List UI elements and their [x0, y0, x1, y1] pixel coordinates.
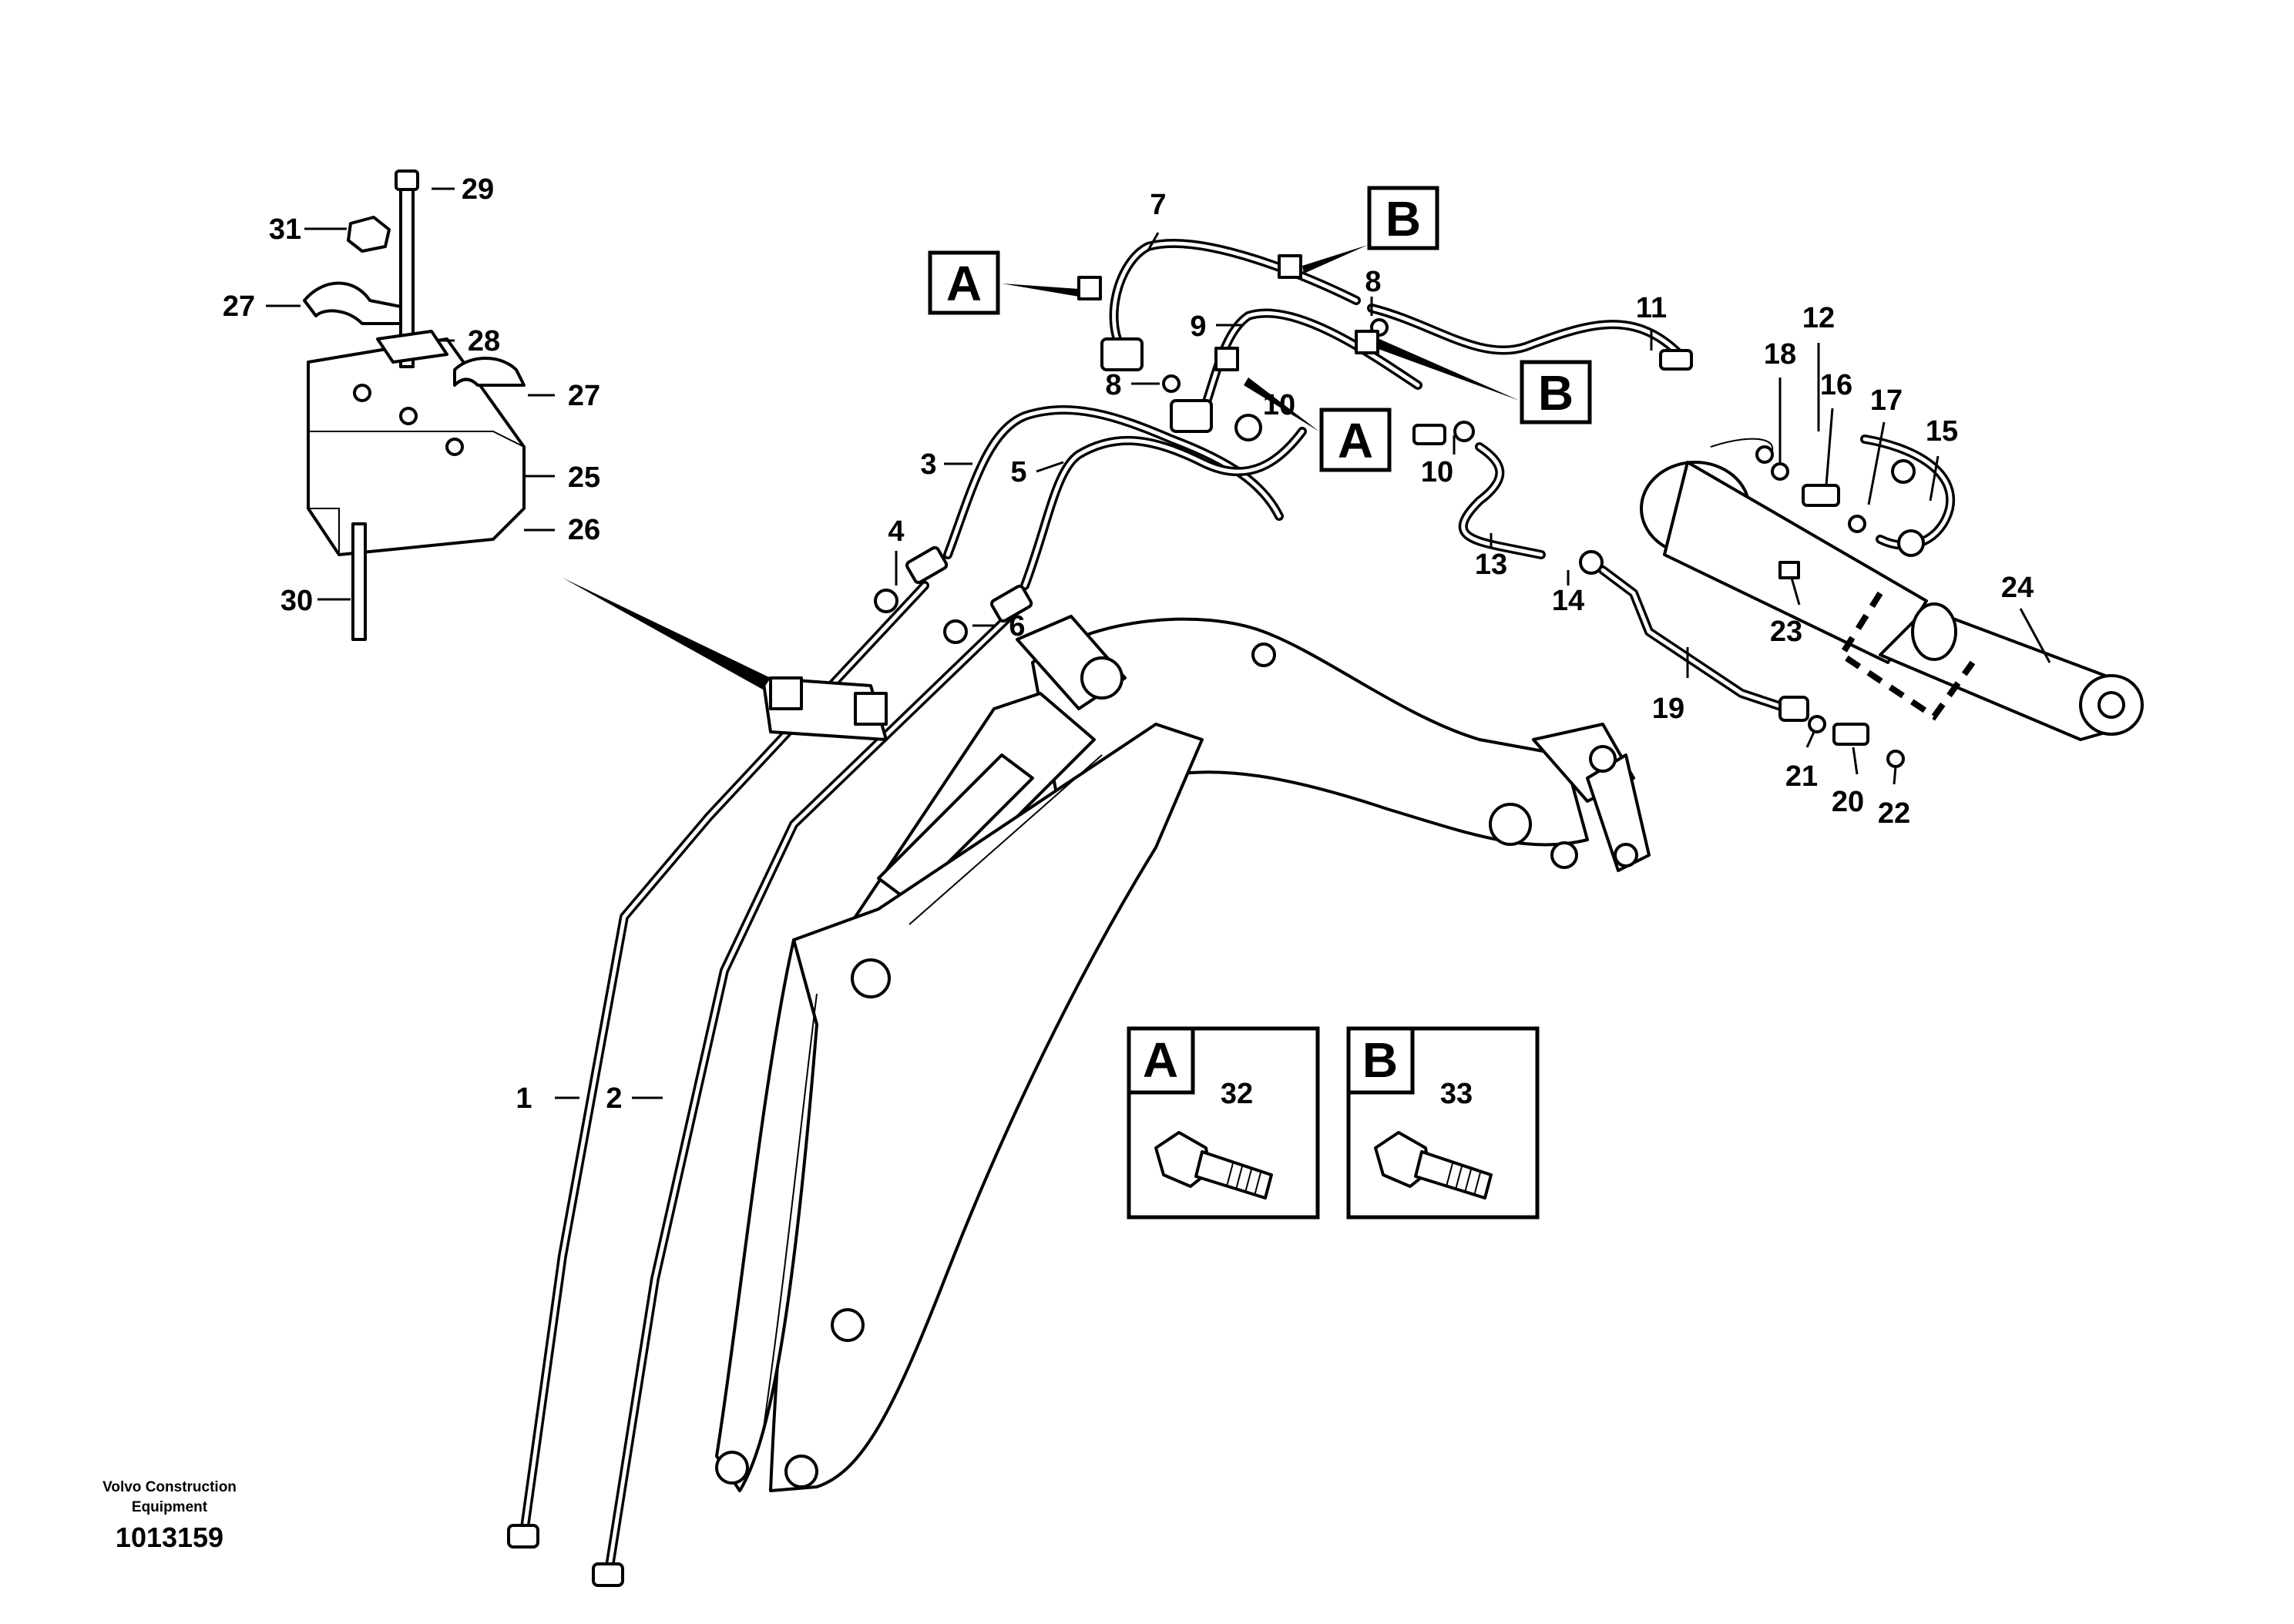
pipe-assembly: [507, 239, 1905, 1587]
callout-25: 25: [568, 461, 600, 494]
callout-13: 13: [1475, 549, 1507, 581]
callout-9: 9: [1190, 310, 1206, 343]
svg-text:B: B: [1538, 365, 1574, 421]
callout-5: 5: [1010, 456, 1026, 488]
callout-1: 1: [516, 1082, 532, 1115]
leader-lines: [266, 187, 2051, 1099]
cylinder-assembly: [1640, 435, 2144, 741]
callout-21: 21: [1785, 760, 1818, 793]
callout-27-left: 27: [223, 290, 255, 323]
ref-box-b-right: B: [1355, 330, 1592, 424]
callout-4: 4: [888, 515, 904, 548]
callout-8-left: 8: [1105, 369, 1121, 401]
callout-26: 26: [568, 514, 600, 546]
svg-text:A: A: [1143, 1032, 1178, 1088]
callout-14: 14: [1552, 585, 1584, 617]
callout-27-right: 27: [568, 380, 600, 412]
pointer-arrow: [563, 578, 771, 690]
callout-3: 3: [920, 448, 936, 481]
callout-17: 17: [1870, 384, 1903, 417]
callout-30: 30: [280, 585, 313, 617]
inset-b-bolt: B 33: [1346, 1026, 1540, 1220]
callout-7: 7: [1150, 189, 1166, 221]
callout-24: 24: [2001, 572, 2034, 604]
drawing-number: 1013159: [115, 1522, 224, 1553]
callout-10-left: 10: [1263, 389, 1295, 421]
inset-a-bolt: A 32: [1127, 1026, 1320, 1220]
footer-company: Volvo Construction Equipment: [77, 1478, 262, 1518]
svg-text:33: 33: [1440, 1078, 1473, 1110]
company-line-2: Equipment: [131, 1499, 208, 1515]
callout-15: 15: [1926, 415, 1958, 448]
svg-text:A: A: [946, 256, 982, 311]
svg-text:B: B: [1385, 191, 1421, 247]
callout-18: 18: [1764, 338, 1796, 371]
svg-text:B: B: [1362, 1032, 1398, 1088]
callout-23: 23: [1770, 616, 1802, 648]
callout-22: 22: [1878, 797, 1910, 830]
callout-19: 19: [1652, 693, 1684, 725]
callout-12: 12: [1802, 302, 1835, 334]
callout-29: 29: [462, 173, 494, 206]
ref-box-a-left: A: [928, 250, 1102, 315]
boom-arm: [715, 615, 1651, 1492]
callout-16: 16: [1820, 369, 1852, 401]
callout-6: 6: [1009, 610, 1025, 643]
callout-8-top: 8: [1365, 266, 1381, 298]
callout-28: 28: [468, 325, 500, 357]
callout-numbers: 1 2 3 4 5 6 7 8 8 9 10 10 11 12 13 14 15…: [223, 173, 2034, 1115]
ref-box-a-mid: A: [1214, 347, 1392, 472]
clamp-assembly: [303, 169, 526, 641]
callout-2: 2: [606, 1082, 622, 1115]
ref-box-b-top: B: [1278, 186, 1439, 279]
callout-11: 11: [1636, 292, 1667, 324]
svg-text:32: 32: [1221, 1078, 1253, 1110]
callout-10-right: 10: [1421, 456, 1453, 488]
callout-31: 31: [269, 213, 301, 246]
svg-text:A: A: [1338, 413, 1373, 468]
callout-20: 20: [1832, 786, 1864, 818]
company-line-1: Volvo Construction: [102, 1479, 237, 1495]
